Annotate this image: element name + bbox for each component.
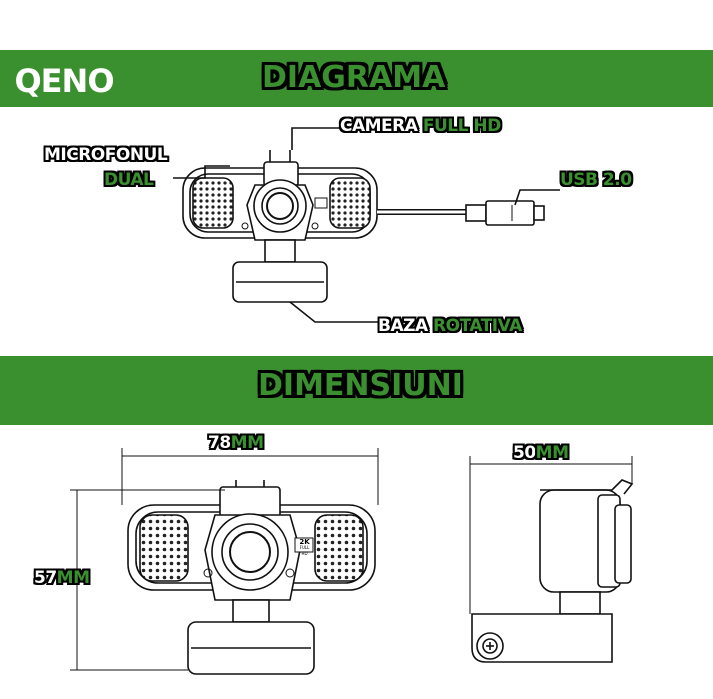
depth-unit: MM [535,443,569,463]
diagram-title: DIAGRAMA [262,60,446,95]
camera-label: CAMERA FULL HD [340,116,501,136]
brand-logo: QENO [4,59,124,103]
usb-plug [485,200,535,226]
microphone-label-part1: MICROFONUL [44,145,168,165]
camera-lens [266,192,294,220]
depth-dimension-label: 50MM [513,443,569,463]
badge-line2: FULL HD [299,545,310,556]
dimensions-title: DIMENSIUNI [258,368,463,403]
camera-label-part1: CAMERA [340,116,418,136]
diagram-webcam [182,150,545,303]
mic-grill-left [192,177,234,229]
base-label: BAZA ROTATIVA [378,316,522,336]
usb-cable-sleeve [465,204,487,222]
badge-line1: 2K [299,538,310,546]
logo-text: QENO [14,62,114,100]
microphone-label-part2: DUAL [104,170,154,190]
width-dimension-label: 78MM [208,433,264,453]
callout-lines [173,127,560,323]
dimension-lines-side [469,456,633,614]
height-dimension-label: 57MM [34,568,90,588]
usb-label: USB 2.0 [560,170,632,190]
dimension-side-webcam [471,479,634,663]
base-label-part1: BAZA [378,316,428,336]
mic-callout [173,165,230,179]
camera-callout [291,127,345,150]
usb-callout [514,189,560,206]
width-unit: MM [230,433,264,453]
camera-label-part2: FULL HD [422,116,501,136]
dimension-front-webcam [127,480,376,675]
mic-grill-right [329,177,371,229]
dimensions-header-band [0,356,713,425]
resolution-badge: 2K FULL HD [296,539,313,557]
height-unit: MM [56,568,90,588]
base-label-part2: ROTATIVA [433,316,522,336]
depth-value: 50 [513,443,536,463]
dimension-lines-front [70,448,379,671]
width-value: 78 [208,433,231,453]
height-value: 57 [34,568,57,588]
base-callout [289,301,380,323]
